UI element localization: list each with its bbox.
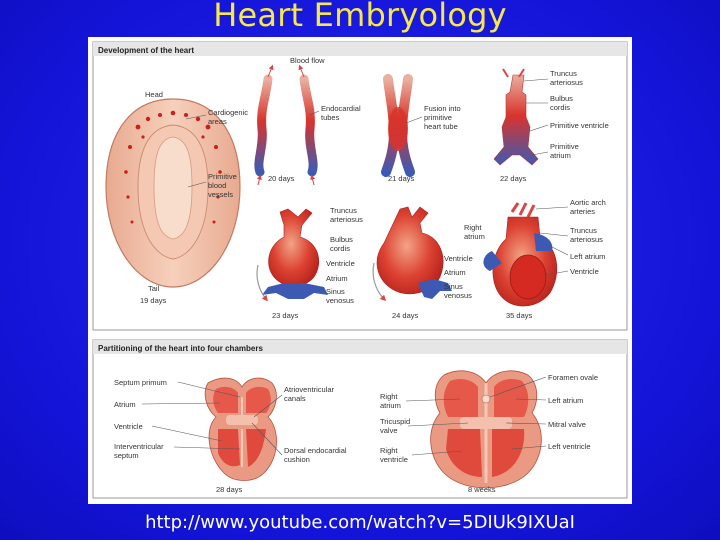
label-atrium-p2: Atrium (114, 400, 136, 409)
label-22-days: 22 days (500, 174, 527, 183)
embryology-figure: Development of the heart Head Cardiogeni… (88, 37, 632, 504)
leader-endocardial (309, 110, 320, 116)
label-venosus-b: venosus (326, 296, 354, 305)
label-right-atrium-1: Right (380, 392, 398, 401)
slide-title: Heart Embryology (213, 0, 507, 34)
label-ventricle-b: Ventricle (326, 259, 355, 268)
label-right-ventricle-2: ventricle (380, 455, 408, 464)
label-primitive-2: primitive (424, 113, 452, 122)
label-dorsal-endocardial: Dorsal endocardial (284, 446, 347, 455)
label-sinus-b: Sinus (326, 287, 345, 296)
leader-fusion (405, 116, 423, 124)
label-atrioventricular: Atrioventricular (284, 385, 335, 394)
panel-partitioning-header-bg (93, 340, 627, 354)
label-tricuspid: Tricuspid (380, 417, 410, 426)
label-heart-tube: heart tube (424, 122, 458, 131)
label-foramen-ovale: Foramen ovale (548, 373, 598, 382)
label-aortic-arch: Aortic arch (570, 198, 606, 207)
label-primitive-ventricle: Primitive ventricle (550, 121, 609, 130)
leader-cardiogenic (185, 114, 207, 120)
label-21-days: 21 days (388, 174, 415, 183)
label-left-atrium-p2: Left atrium (548, 396, 583, 405)
label-blood-flow: Blood flow (290, 56, 325, 65)
leaders-28-days (141, 381, 283, 456)
label-19-days: 19 days (140, 296, 167, 305)
label-right-atrium-2: atrium (380, 401, 401, 410)
label-tail: Tail (148, 284, 160, 293)
label-ventricle-p2: Ventricle (114, 422, 143, 431)
label-truncus-d: Truncus (570, 226, 597, 235)
label-endocardial: Endocardial (321, 104, 361, 113)
label-bulbus: Bulbus (550, 94, 573, 103)
label-cushion: cushion (284, 455, 310, 464)
leaders-8-weeks (405, 376, 547, 456)
label-bulbus-b: Bulbus (330, 235, 353, 244)
heart-tube-22-days (493, 68, 539, 166)
label-28-days: 28 days (216, 485, 243, 494)
heart-35-days (483, 202, 558, 307)
label-sinus-c: Sinus (444, 282, 463, 291)
label-canals: canals (284, 394, 306, 403)
label-cordis: cordis (550, 103, 570, 112)
label-ventricle-d: Ventricle (570, 267, 599, 276)
label-8-weeks: 8 weeks (468, 485, 496, 494)
label-right: Right (464, 223, 482, 232)
label-venosus-c: venosus (444, 291, 472, 300)
label-truncus: Truncus (550, 69, 577, 78)
label-left-atrium: Left atrium (570, 252, 605, 261)
leaders-35-days (535, 206, 569, 276)
label-ventricle-c: Ventricle (444, 254, 473, 263)
heart-section-8-weeks (430, 370, 542, 489)
label-interventricular: Interventricular (114, 442, 164, 451)
heart-section-28-days (204, 377, 277, 481)
label-left-ventricle: Left ventricle (548, 442, 591, 451)
label-atrium-c: Atrium (444, 268, 466, 277)
label-23-days: 23 days (272, 311, 299, 320)
label-arteries: arteries (570, 207, 595, 216)
label-blood: blood (208, 181, 226, 190)
label-primitive: Primitive (208, 172, 237, 181)
label-20-days: 20 days (268, 174, 295, 183)
heart-23-days (256, 208, 328, 302)
label-valve: valve (380, 426, 398, 435)
panel-development-header-bg (93, 42, 627, 56)
label-septum-primum: Septum primum (114, 378, 167, 387)
label-cardiogenic: Cardiogenic (208, 108, 248, 117)
label-truncus-b: Truncus (330, 206, 357, 215)
label-right-ventricle-1: Right (380, 446, 398, 455)
panel-partitioning-heading: Partitioning of the heart into four cham… (98, 344, 263, 353)
panel-partitioning (92, 339, 628, 499)
label-24-days: 24 days (392, 311, 419, 320)
label-tubes: tubes (321, 113, 340, 122)
label-septum: septum (114, 451, 139, 460)
label-primitive-atrium-2: atrium (550, 151, 571, 160)
fused-tube-21-days (381, 74, 415, 177)
label-cordis-b: cordis (330, 244, 350, 253)
label-arteriosus: arteriosus (550, 78, 583, 87)
embryo-19-days (105, 98, 241, 288)
label-vessels: vessels (208, 190, 233, 199)
label-arteriosus-d: arteriosus (570, 235, 603, 244)
label-35-days: 35 days (506, 311, 533, 320)
label-primitive-atrium-1: Primitive (550, 142, 579, 151)
label-arteriosus-b: arteriosus (330, 215, 363, 224)
label-atrium-r: atrium (464, 232, 485, 241)
panel-development-heading: Development of the heart (98, 46, 194, 55)
endocardial-tubes-20-days (254, 64, 318, 186)
embryology-diagram: Development of the heart Head Cardiogeni… (92, 41, 628, 499)
video-link-caption[interactable]: http://www.youtube.com/watch?v=5DIUk9IXU… (145, 512, 575, 533)
label-atrium-b: Atrium (326, 274, 348, 283)
label-fusion-into: Fusion into (424, 104, 461, 113)
leaders-22-days (523, 78, 549, 156)
label-mitral-valve: Mitral valve (548, 420, 586, 429)
label-head: Head (145, 90, 163, 99)
leader-primitive-vessels (187, 181, 207, 188)
heart-24-days (372, 206, 452, 302)
label-areas: areas (208, 117, 227, 126)
